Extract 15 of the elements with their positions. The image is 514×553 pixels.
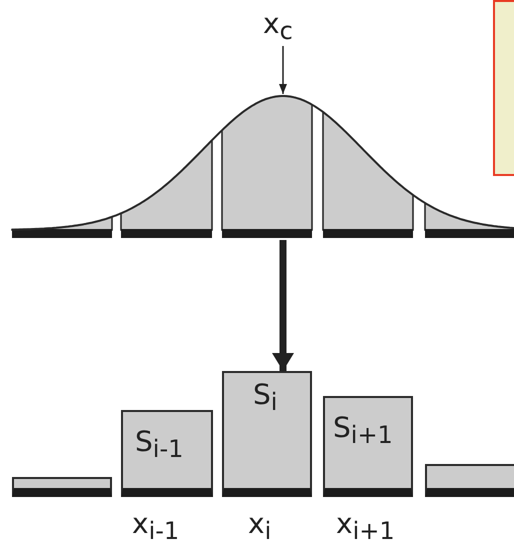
peak-label: x$_{c}$ bbox=[263, 8, 307, 46]
bar-value-label: S$_{i-1}$ bbox=[135, 426, 184, 465]
position-label: x$_{i}$ bbox=[248, 508, 272, 547]
arrow bbox=[279, 46, 287, 94]
arrow bbox=[272, 240, 294, 371]
histogram-bar bbox=[222, 371, 312, 497]
bar-value-label: S$_{i+1}$ bbox=[333, 412, 393, 451]
bell-curve-drawing bbox=[10, 92, 514, 240]
bar-value-label: S$_{i}$ bbox=[253, 379, 278, 418]
histogram-bar bbox=[323, 396, 413, 497]
histogram-bar bbox=[425, 464, 514, 497]
histogram-bar bbox=[12, 477, 112, 497]
histogram-bar bbox=[121, 410, 213, 497]
position-label: x$_{i-1}$ bbox=[132, 508, 180, 547]
position-label: x$_{i+1}$ bbox=[336, 508, 395, 547]
